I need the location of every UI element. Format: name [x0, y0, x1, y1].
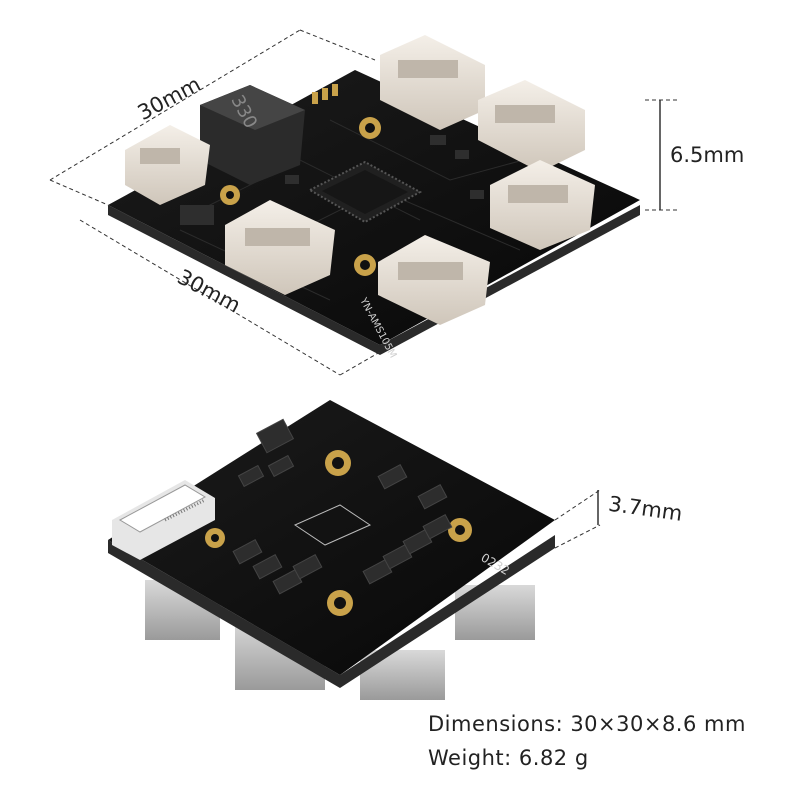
spec-weight: Weight: 6.82 g	[428, 746, 589, 770]
jst-connector	[378, 235, 490, 325]
mosfet-array	[232, 418, 453, 595]
mcu-chip	[307, 160, 423, 224]
bottom-board: 0232	[108, 400, 555, 700]
spec-dimensions: Dimensions: 30×30×8.6 mm	[428, 712, 746, 736]
silkscreen-outline	[293, 504, 372, 546]
jst-connector	[225, 200, 335, 295]
top-dimension-lines	[49, 29, 680, 376]
bottom-board-face	[108, 400, 555, 675]
top-board: 330	[108, 35, 640, 360]
jst-connector	[125, 125, 210, 205]
height-label: 6.5mm	[670, 143, 744, 167]
fpc-connector	[112, 480, 215, 560]
status-leds	[312, 84, 338, 104]
jst-connector	[478, 80, 585, 172]
inductor: 330	[200, 85, 305, 185]
width-label: 30mm	[134, 72, 205, 125]
jst-connector	[490, 160, 595, 250]
jst-connector	[380, 35, 485, 130]
bottom-height-label: 3.7mm	[607, 492, 684, 526]
bottom-dimension-lines	[554, 489, 601, 549]
